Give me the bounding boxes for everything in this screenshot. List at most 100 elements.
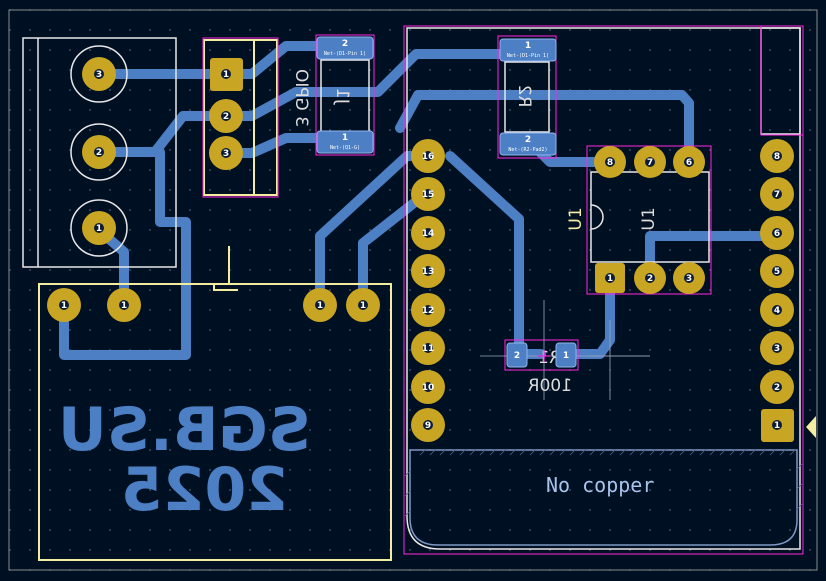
jp-value-rot: 3 GPIO <box>291 69 311 127</box>
svg-text:1: 1 <box>360 301 366 311</box>
u1-pad[interactable]: 7 <box>634 146 666 178</box>
svg-text:7: 7 <box>647 158 653 168</box>
svg-text:3: 3 <box>96 70 102 80</box>
module-footprint <box>38 246 392 561</box>
mcu-right-pad[interactable]: 8 <box>760 139 794 173</box>
smd-pad-r1-left[interactable]: 2 <box>506 342 528 368</box>
mcu-header-left: 16 15 14 13 12 11 10 9 <box>411 139 445 442</box>
r2-ref-rot: R2 <box>514 85 534 108</box>
u1-pad[interactable]: 2 <box>634 262 666 294</box>
smd-pad-r2-bottom[interactable]: 2 Net-(R2-Pad2) <box>499 132 557 156</box>
module-pad-left-a[interactable]: 1 <box>47 288 81 322</box>
u1-silk-ref: U1 <box>566 207 586 230</box>
svg-text:2: 2 <box>96 148 102 158</box>
terminal-pad-2[interactable]: 2 <box>82 135 116 169</box>
u1-pins-bottom: 1 2 3 <box>595 262 705 294</box>
svg-text:16: 16 <box>422 152 435 162</box>
jp-ref-rot: J1 <box>332 88 352 105</box>
svg-text:Net-(R2-Pad2): Net-(R2-Pad2) <box>508 147 547 153</box>
module-pad-left-b[interactable]: 1 <box>107 288 141 322</box>
svg-text:2: 2 <box>525 135 531 145</box>
u1-fab-ref: U1 <box>639 207 659 230</box>
mcu-left-pad[interactable]: 9 <box>411 408 445 442</box>
svg-text:12: 12 <box>422 306 435 316</box>
header3-pad-1[interactable]: 1 <box>210 58 243 91</box>
terminal-pad-3[interactable]: 3 <box>82 57 116 91</box>
mcu-left-pad[interactable]: 16 <box>411 139 445 173</box>
svg-text:4: 4 <box>774 306 780 316</box>
svg-text:Net-(Q1-G): Net-(Q1-G) <box>330 145 360 151</box>
svg-text:2: 2 <box>514 351 520 361</box>
svg-text:1: 1 <box>607 274 613 284</box>
mcu-right-pad[interactable]: 5 <box>760 254 794 288</box>
no-copper-zone <box>409 449 798 546</box>
mcu-left-pad[interactable]: 11 <box>411 331 445 365</box>
mcu-right-pad[interactable]: 7 <box>760 177 794 211</box>
resistor-value-mirrored: 100R <box>528 376 572 396</box>
svg-text:1: 1 <box>563 351 569 361</box>
svg-text:3: 3 <box>686 274 692 284</box>
resistor-value: 100R <box>528 376 572 396</box>
svg-text:1: 1 <box>96 224 102 234</box>
mcu-right-pad[interactable]: 6 <box>760 216 794 250</box>
mcu-board-footprint <box>403 25 804 555</box>
module-pad-right-a[interactable]: 1 <box>303 288 337 322</box>
r1-center-marker <box>538 350 550 362</box>
pin1-marker-icon <box>806 416 816 438</box>
mcu-left-pad[interactable]: 13 <box>411 254 445 288</box>
no-copper-hatch <box>404 448 803 517</box>
mcu-left-pad[interactable]: 12 <box>411 293 445 327</box>
mcu-left-pad[interactable]: 14 <box>411 216 445 250</box>
mcu-right-pad-1[interactable]: 1 <box>761 409 794 442</box>
u1-pad-1[interactable]: 1 <box>595 263 625 293</box>
terminal-block-footprint <box>22 37 177 268</box>
svg-text:11: 11 <box>422 344 435 354</box>
svg-text:6: 6 <box>686 158 692 168</box>
svg-text:10: 10 <box>422 383 435 393</box>
r2-ref: R2 <box>514 85 534 108</box>
mcu-right-pad[interactable]: 2 <box>760 370 794 404</box>
svg-text:5: 5 <box>774 267 780 277</box>
board-mirrored-text: SGB.SU 2025 <box>58 395 311 525</box>
u1-pad[interactable]: 6 <box>673 146 705 178</box>
svg-text:7: 7 <box>774 190 780 200</box>
svg-text:Net-(D1-Pin 1): Net-(D1-Pin 1) <box>324 51 366 57</box>
jp-ref: J1 <box>332 88 352 105</box>
svg-text:1: 1 <box>61 301 67 311</box>
smd-pad-r1-right[interactable]: 1 <box>555 342 577 368</box>
svg-text:1: 1 <box>525 41 531 51</box>
svg-text:1: 1 <box>342 133 348 143</box>
svg-text:3: 3 <box>774 344 780 354</box>
board-edge-outline <box>8 9 818 571</box>
u1-pad[interactable]: 8 <box>594 146 626 178</box>
svg-text:1: 1 <box>121 301 127 311</box>
smd-pad-j-top[interactable]: 2 Net-(D1-Pin 1) <box>316 36 374 60</box>
mcu-left-pad[interactable]: 10 <box>411 370 445 404</box>
svg-text:2: 2 <box>223 112 229 122</box>
mcu-right-pad[interactable]: 3 <box>760 331 794 365</box>
no-copper-label: No copper <box>546 473 654 497</box>
smd-pad-j-bottom[interactable]: 1 Net-(Q1-G) <box>316 130 374 154</box>
jp-value: 3 GPIO <box>291 69 311 127</box>
header3-pad-2[interactable]: 2 <box>209 99 243 133</box>
terminal-pad-1[interactable]: 1 <box>82 211 116 245</box>
r2-footprint <box>497 35 557 159</box>
svg-text:14: 14 <box>422 229 435 239</box>
svg-text:3: 3 <box>223 149 229 159</box>
svg-text:Net-(D1-Pin 1): Net-(D1-Pin 1) <box>507 53 549 59</box>
svg-text:6: 6 <box>774 229 780 239</box>
u1-pad[interactable]: 3 <box>673 262 705 294</box>
board-text-line2: 2025 <box>121 455 288 525</box>
module-pad-right-b[interactable]: 1 <box>346 288 380 322</box>
svg-text:8: 8 <box>607 158 613 168</box>
svg-text:9: 9 <box>425 421 431 431</box>
smd-pad-r2-top[interactable]: 1 Net-(D1-Pin 1) <box>499 38 557 62</box>
header3-pad-3[interactable]: 3 <box>209 136 243 170</box>
svg-text:13: 13 <box>422 267 435 277</box>
mcu-right-pad[interactable]: 4 <box>760 293 794 327</box>
u1-pins-top: 8 7 6 <box>594 146 705 178</box>
mcu-header-right: 8 7 6 5 4 3 2 1 <box>760 139 816 442</box>
mcu-left-pad[interactable]: 15 <box>411 177 445 211</box>
svg-text:15: 15 <box>422 190 435 200</box>
